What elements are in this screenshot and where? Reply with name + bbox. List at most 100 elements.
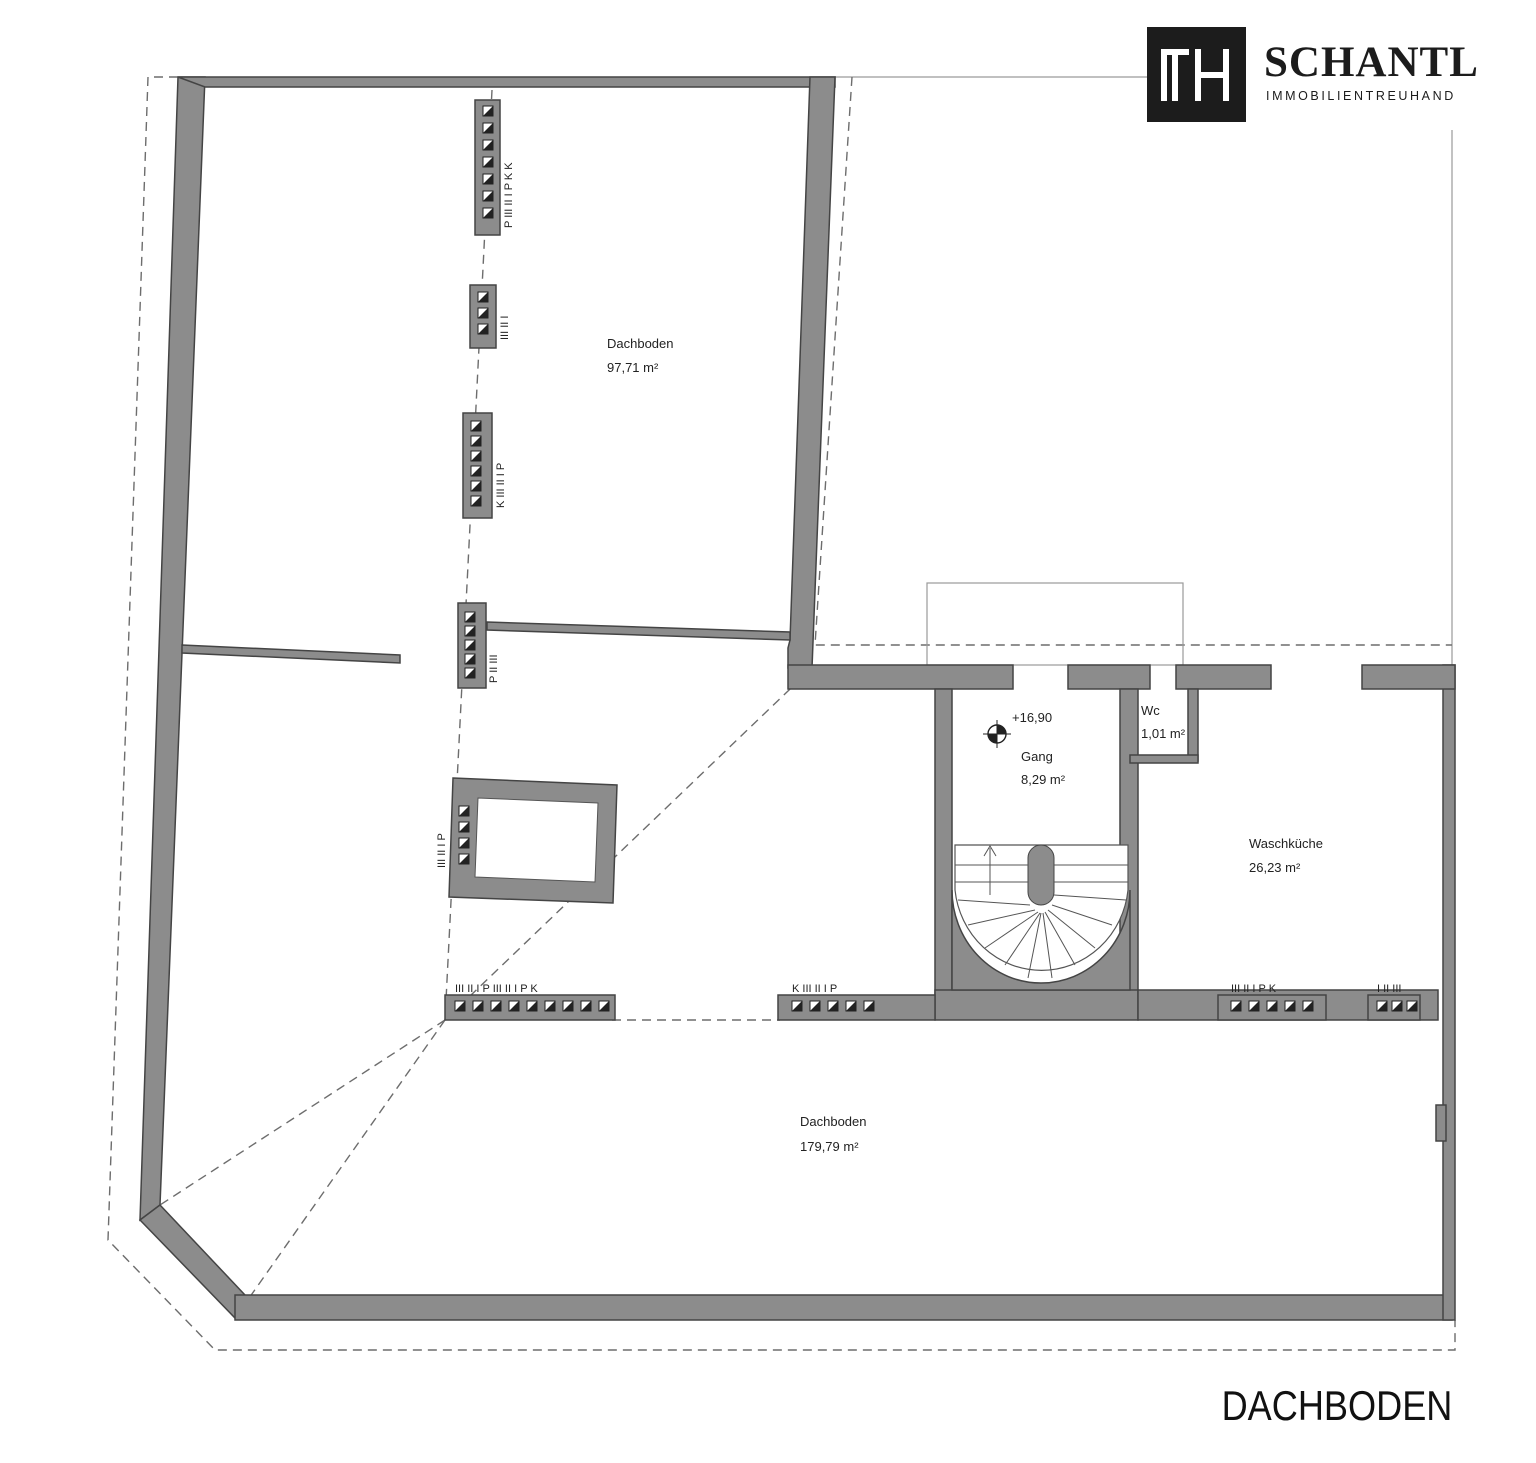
roof-ridge-3 <box>159 1019 446 1206</box>
flue-mark <box>478 324 488 334</box>
flue-mark <box>459 822 469 832</box>
chimney-bottom-mid <box>777 994 936 1021</box>
flue-mark <box>1249 1001 1259 1011</box>
flue-label-top: P III II I P K K <box>503 162 515 228</box>
flue-mark <box>465 654 475 664</box>
stair-steps <box>955 848 1128 979</box>
outer-wall-corner <box>138 1203 246 1320</box>
flue-label-bottom-left: III II I P III II I P K <box>455 983 538 995</box>
room-area-dachboden-upper: 97,71 m² <box>607 360 659 375</box>
flue-mark <box>483 191 493 201</box>
flue-mark <box>599 1001 609 1011</box>
flue-mark <box>471 496 481 506</box>
roof-dash-upper <box>814 76 1452 646</box>
flue-label-bottom-right: III II I P K <box>1231 983 1277 995</box>
shaft-inner <box>474 797 599 883</box>
flue-mark <box>455 1001 465 1011</box>
flue-mark <box>846 1001 856 1011</box>
flue-mark <box>471 421 481 431</box>
flue-mark <box>1377 1001 1387 1011</box>
stair-wall-left <box>934 688 953 1020</box>
flue-mark <box>1407 1001 1417 1011</box>
wc-wall <box>1187 688 1199 762</box>
flue-mark <box>483 208 493 218</box>
flue-label-mid: III II I <box>499 316 511 340</box>
flue-mark <box>483 157 493 167</box>
roof-ridge-4 <box>234 1019 446 1319</box>
flue-mark <box>1392 1001 1402 1011</box>
flue-mark <box>1231 1001 1241 1011</box>
flue-mark <box>581 1001 591 1011</box>
flue-mark <box>1303 1001 1313 1011</box>
flue-mark <box>459 854 469 864</box>
flue-label-mid2: K III II I P <box>495 463 507 508</box>
flue-mark <box>563 1001 573 1011</box>
wall-upper-cross <box>486 621 791 641</box>
flue-label-junction: P II III <box>488 654 500 683</box>
skylight-frame <box>926 582 1184 666</box>
flue-mark <box>509 1001 519 1011</box>
flue-mark <box>471 436 481 446</box>
flue-label-bottom-mid: K III II I P <box>792 983 837 995</box>
flue-mark <box>828 1001 838 1011</box>
room-name-dachboden-lower: Dachboden <box>800 1114 867 1129</box>
room-area-wc: 1,01 m² <box>1141 726 1186 741</box>
room-name-gang: Gang <box>1021 749 1053 764</box>
room-name-waschkueche: Waschküche <box>1249 836 1323 851</box>
wc-wall-bottom <box>1129 754 1199 764</box>
flue-label-shaft: III II I P <box>436 833 448 868</box>
flue-mark <box>491 1001 501 1011</box>
flue-mark <box>471 481 481 491</box>
flue-mark <box>864 1001 874 1011</box>
flue-mark <box>478 292 488 302</box>
flue-mark <box>473 1001 483 1011</box>
outer-wall-top <box>177 76 836 88</box>
flue-mark <box>483 140 493 150</box>
outer-wall-upper-right <box>787 76 836 669</box>
flue-mark <box>471 451 481 461</box>
outer-wall-bottom <box>234 1294 1453 1321</box>
flue-mark <box>792 1001 802 1011</box>
brand-subtitle: IMMOBILIENTREUHAND <box>1266 89 1456 103</box>
brand-logo-mark: TH <box>1147 27 1246 122</box>
flue-mark <box>465 668 475 678</box>
roof-ridge-1 <box>444 89 493 1021</box>
wall-mid-b <box>1067 664 1151 690</box>
level-marker-icon <box>983 720 1011 748</box>
flue-mark <box>810 1001 820 1011</box>
stair-arrow-icon <box>983 845 997 857</box>
wall-notch-right <box>1435 1104 1447 1142</box>
flue-mark <box>465 626 475 636</box>
wall-mid-c <box>1175 664 1272 690</box>
room-area-dachboden-lower: 179,79 m² <box>800 1139 859 1154</box>
flue-mark <box>483 174 493 184</box>
flue-mark <box>1285 1001 1295 1011</box>
flue-mark <box>483 106 493 116</box>
plan-title: DACHBODEN <box>1221 1382 1452 1429</box>
flue-mark <box>471 466 481 476</box>
stair-newel <box>1027 844 1055 906</box>
flue-label-bottom-far: I II III <box>1377 983 1401 995</box>
wall-mid-a <box>787 664 1014 690</box>
stair-wall-bottom <box>934 989 1139 1021</box>
room-name-wc: Wc <box>1141 703 1160 718</box>
flue-mark <box>527 1001 537 1011</box>
stair-core-fill <box>951 889 1131 991</box>
flue-mark <box>465 640 475 650</box>
flue-mark <box>483 123 493 133</box>
roof-ridge-2 <box>444 667 813 1021</box>
room-area-waschkueche: 26,23 m² <box>1249 860 1301 875</box>
wall-left-cross <box>181 644 401 664</box>
flue-mark <box>459 838 469 848</box>
flue-mark <box>478 308 488 318</box>
flue-markers <box>454 105 1418 1012</box>
flue-mark <box>1267 1001 1277 1011</box>
roof-outline-left <box>107 76 1456 1351</box>
wall-mid-d <box>1361 664 1456 690</box>
room-area-gang: 8,29 m² <box>1021 772 1066 787</box>
th-logo-icon: TH <box>1161 49 1229 101</box>
flue-mark <box>465 612 475 622</box>
brand-name: SCHANTL <box>1264 39 1479 86</box>
flue-mark <box>459 806 469 816</box>
